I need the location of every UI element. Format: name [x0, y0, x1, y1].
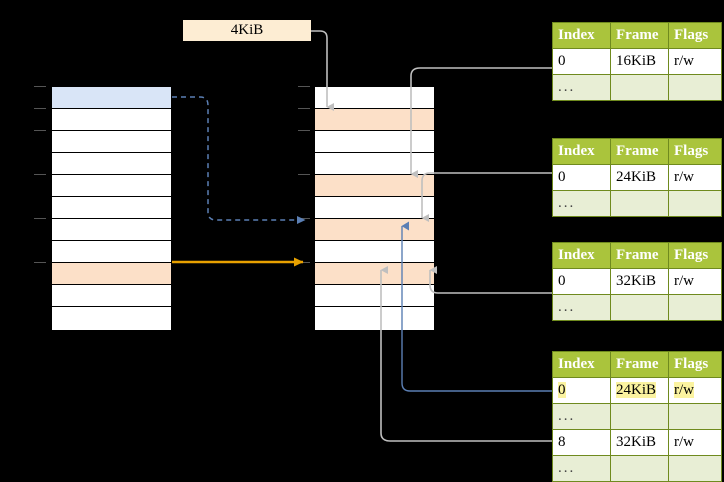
cell-flags: [668, 403, 722, 430]
cell-frame: [610, 455, 669, 482]
table-row: ...: [552, 294, 722, 321]
cell-flags: [668, 74, 722, 101]
table-row: ...: [552, 190, 722, 217]
cell-index: ...: [552, 455, 611, 482]
cell-index: ...: [552, 190, 611, 217]
page-size-callout: 4KiB: [183, 20, 311, 41]
cell-index: ...: [552, 294, 611, 321]
table-row: ...: [552, 455, 722, 482]
cell-frame: 32KiB: [610, 268, 669, 295]
cell-frame: 32KiB: [610, 429, 669, 456]
table-row: ...: [552, 74, 722, 101]
cell-frame: [610, 190, 669, 217]
cell-index: 8: [552, 429, 611, 456]
cell-flags: r/w: [668, 377, 722, 404]
cell-index: ...: [552, 74, 611, 101]
memory-cell: [315, 87, 434, 109]
column-header-index: Index: [552, 351, 611, 378]
cell-flags: r/w: [668, 429, 722, 456]
column-header-flags: Flags: [668, 351, 722, 378]
cell-frame: 24KiB: [610, 377, 669, 404]
memory-cell: [52, 87, 171, 109]
memory-cell: [315, 153, 434, 175]
column-header-flags: Flags: [668, 242, 722, 269]
memory-cell: [52, 153, 171, 175]
column-header-flags: Flags: [668, 138, 722, 165]
memory-cell: [315, 219, 434, 241]
memory-cell: [315, 197, 434, 219]
physical-address-space-column: [314, 86, 435, 331]
cell-flags: [668, 455, 722, 482]
column-header-index: Index: [552, 138, 611, 165]
virtual-address-space-column: [51, 86, 172, 331]
cell-frame: [610, 74, 669, 101]
memory-cell: [315, 263, 434, 285]
column-header-frame: Frame: [610, 22, 669, 49]
memory-cell: [315, 131, 434, 153]
cell-index: ...: [552, 403, 611, 430]
memory-cell: [52, 175, 171, 197]
cell-index: 0: [552, 377, 611, 404]
memory-cell: [52, 307, 171, 329]
cell-flags: r/w: [668, 268, 722, 295]
column-header-index: Index: [552, 22, 611, 49]
memory-cell: [52, 197, 171, 219]
cell-index: 0: [552, 48, 611, 75]
cell-flags: r/w: [668, 48, 722, 75]
cell-frame: [610, 294, 669, 321]
memory-cell: [52, 263, 171, 285]
cell-index: 0: [552, 268, 611, 295]
memory-cell: [315, 307, 434, 329]
memory-cell: [315, 175, 434, 197]
column-header-flags: Flags: [668, 22, 722, 49]
column-header-frame: Frame: [610, 351, 669, 378]
table-row: ...: [552, 403, 722, 430]
cell-frame: [610, 403, 669, 430]
cell-frame: 16KiB: [610, 48, 669, 75]
memory-cell: [52, 131, 171, 153]
column-header-frame: Frame: [610, 138, 669, 165]
memory-cell: [52, 285, 171, 307]
cell-frame: 24KiB: [610, 164, 669, 191]
memory-cell: [315, 109, 434, 131]
memory-cell: [315, 241, 434, 263]
column-header-frame: Frame: [610, 242, 669, 269]
cell-index: 0: [552, 164, 611, 191]
cell-flags: r/w: [668, 164, 722, 191]
memory-cell: [52, 241, 171, 263]
cell-flags: [668, 190, 722, 217]
column-header-index: Index: [552, 242, 611, 269]
cell-flags: [668, 294, 722, 321]
memory-cell: [52, 109, 171, 131]
memory-cell: [52, 219, 171, 241]
memory-cell: [315, 285, 434, 307]
